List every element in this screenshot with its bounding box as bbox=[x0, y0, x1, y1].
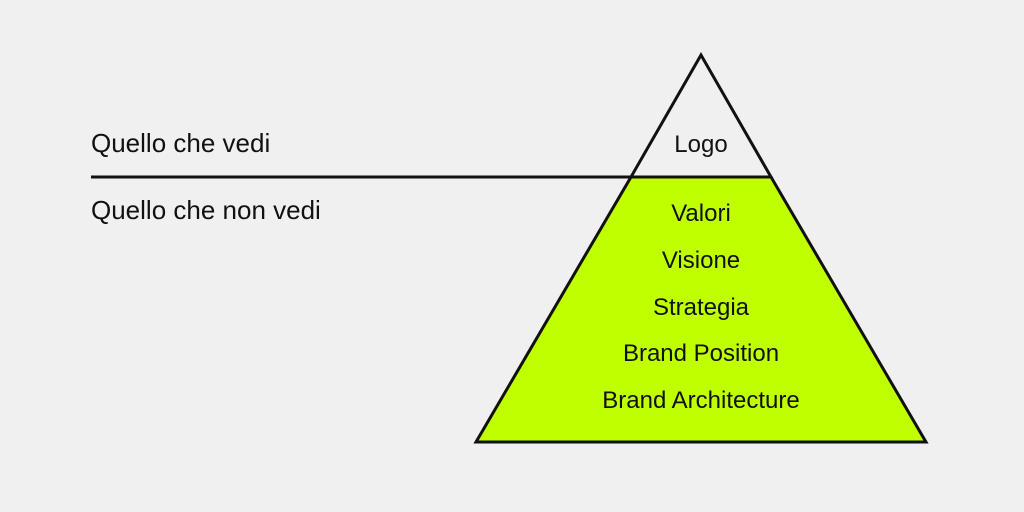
pyramid-layer-label: Brand Position bbox=[622, 340, 780, 367]
label-what-you-see: Quello che vedi bbox=[91, 128, 271, 158]
label-what-you-dont-see: Quello che non vedi bbox=[91, 195, 321, 225]
pyramid-top-label: Logo bbox=[674, 131, 728, 158]
pyramid-layer-label: Visione bbox=[661, 247, 741, 274]
pyramid-layer-label: Valori bbox=[671, 200, 731, 227]
pyramid-layer-label: Brand Architecture bbox=[602, 387, 800, 414]
pyramid-layer-label: Strategia bbox=[652, 294, 750, 321]
